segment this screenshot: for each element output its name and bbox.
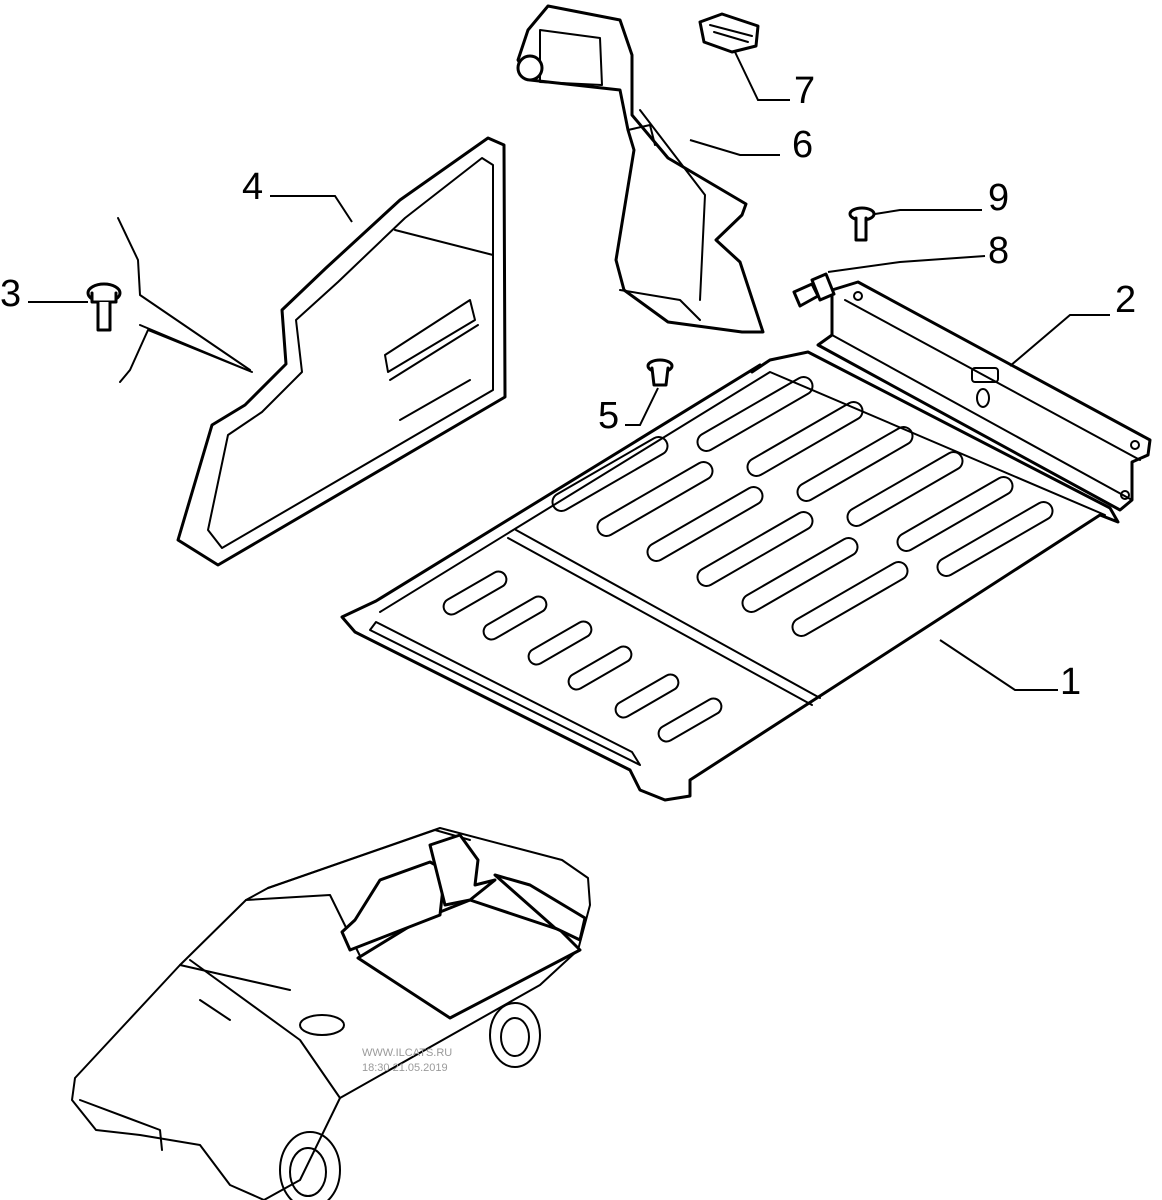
watermark-site: WWW.ILCATS.RU: [362, 1047, 452, 1059]
part-1-floor-panel: [340, 350, 1120, 802]
leader-lines: [28, 51, 1110, 691]
part-2-rear-trim-bar: [816, 280, 1152, 512]
part-3-push-clip: [86, 282, 122, 332]
callout-1: 1: [1060, 661, 1081, 703]
callout-4: 4: [242, 166, 263, 208]
car-overview-illustration: [71, 827, 591, 1200]
callout-9: 9: [988, 177, 1009, 219]
part-8-bolt: [792, 272, 836, 308]
callout-8: 8: [988, 230, 1009, 272]
callout-5: 5: [598, 395, 619, 437]
callout-labels: 1 2 3 4 5 6 7 8 9: [0, 70, 1136, 703]
callout-3: 3: [0, 273, 21, 315]
callout-2: 2: [1115, 279, 1136, 321]
watermark: WWW.ILCATS.RU 18:30 21.05.2019: [362, 1047, 452, 1074]
watermark-timestamp: 18:30 21.05.2019: [362, 1062, 448, 1074]
part-9-screw: [848, 206, 876, 242]
part-4-side-trim-panel: [117, 136, 507, 567]
part-7-grille-clip: [698, 12, 760, 54]
callout-7: 7: [794, 70, 815, 112]
floor-slots: [442, 376, 1054, 743]
part-6-column-trim: [516, 4, 765, 334]
part-5-push-clip: [646, 358, 674, 387]
callout-6: 6: [792, 124, 813, 166]
